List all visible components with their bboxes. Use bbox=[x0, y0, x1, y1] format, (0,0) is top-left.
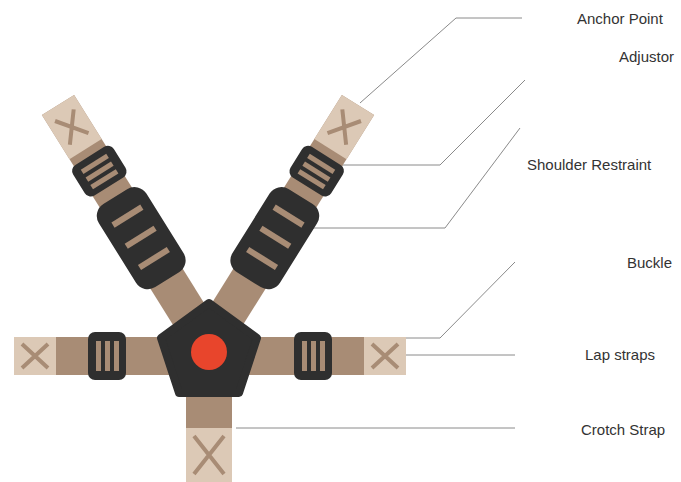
part-label: Lap straps bbox=[584, 346, 656, 364]
part-label: Crotch Strap bbox=[580, 421, 666, 439]
part-label: Shoulder Restraint bbox=[526, 156, 652, 174]
part-label: Anchor Point bbox=[576, 10, 664, 28]
part-label: Buckle bbox=[626, 254, 673, 272]
part-label: Adjustor bbox=[618, 48, 675, 66]
